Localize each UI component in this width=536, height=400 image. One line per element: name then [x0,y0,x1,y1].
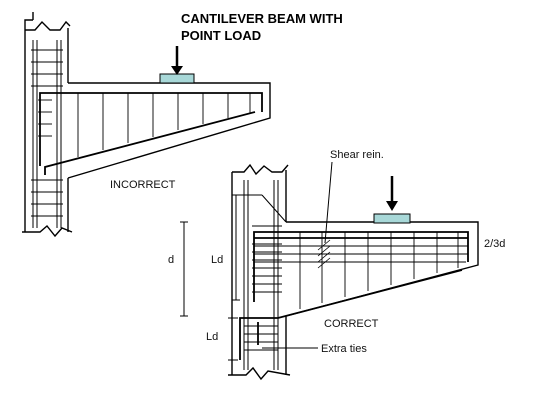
shear-rein-leader [324,161,333,244]
incorrect-beam-stirrups [77,93,251,157]
correct-bottom-bar [239,269,463,360]
correct-beam-outline [285,221,479,317]
dimension-ld-upper [232,194,262,301]
ld-upper-top-leader [261,194,287,223]
incorrect-bearing-plate [159,73,195,84]
correct-extra-ties [244,325,278,351]
correct-beam-stirrups [299,232,459,309]
correct-label: CORRECT [324,318,379,330]
correct-wall-ties-upper [252,225,282,293]
correct-wall-bottom-break [228,366,291,381]
dimension-ld-upper-label: Ld [211,254,223,266]
incorrect-beam-outline [67,82,271,179]
incorrect-bottom-bar [44,111,256,175]
shear-rein-label: Shear rein. [330,149,384,161]
correct-detail: d Ld Ld Shear rein. 2/3d CORRECT Extra t… [168,149,505,381]
correct-side-bars [254,245,468,263]
correct-point-load-arrowhead [386,201,398,211]
incorrect-wall-break-line [25,20,71,31]
incorrect-top-bar [39,92,263,166]
dimension-ld-lower [228,317,238,361]
incorrect-wall-bottom-break [22,224,73,238]
incorrect-wall-top-break [24,12,34,30]
dimension-ld-lower-label: Ld [206,331,218,343]
incorrect-point-load-arrowhead [171,66,183,75]
dimension-d [180,221,188,317]
incorrect-label: INCORRECT [110,179,176,191]
correct-shear-reinforcement [317,239,331,269]
two-thirds-d-label: 2/3d [484,238,505,250]
title-line-2: POINT LOAD [181,28,261,43]
correct-wall-top-break [232,163,289,176]
incorrect-detail: INCORRECT [22,12,271,238]
incorrect-corner-ties [38,99,52,137]
title-line-1: CANTILEVER BEAM WITH [181,11,343,26]
extra-ties-label: Extra ties [321,343,367,355]
correct-bearing-plate [373,213,411,224]
dimension-d-label: d [168,254,174,266]
correct-top-bar-1 [253,231,469,302]
incorrect-wall-ties [31,49,63,217]
